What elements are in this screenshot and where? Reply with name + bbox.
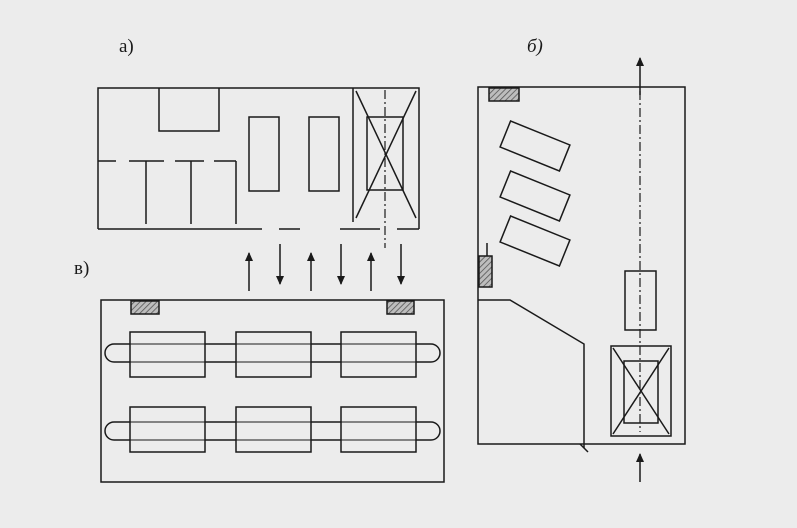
plan-v-vehicle: [235, 406, 312, 453]
plan-v-vehicle: [129, 406, 206, 453]
plan-b-partition: [478, 299, 585, 448]
plan-b-partition-tick: [579, 443, 589, 453]
plan-b-lift: [623, 360, 659, 424]
plan-b-vehicle: [499, 215, 571, 267]
plan-b-lift-cross: [612, 347, 670, 435]
plan-b-outline: [477, 86, 686, 445]
label-v: в): [74, 258, 90, 279]
plan-b-vehicle: [499, 120, 571, 172]
plan-a-vehicle: [248, 116, 280, 192]
plan-a-vehicle: [308, 116, 340, 192]
plan-a-room-top: [158, 88, 220, 132]
plan-v-vehicle: [235, 331, 312, 378]
plan-v-vehicle: [129, 331, 206, 378]
plan-a-lift-cross: [355, 90, 417, 219]
plan-v-vehicle: [340, 331, 417, 378]
flow-arrows: [245, 244, 405, 291]
plan-b-lift-outer: [610, 345, 672, 437]
hatched-column: [488, 87, 520, 102]
plan-v: [100, 299, 445, 483]
plan-b-vehicle: [499, 170, 571, 222]
hatched-column: [130, 300, 160, 315]
plan-b: [477, 57, 686, 482]
plan-a: [97, 87, 420, 248]
plan-v-vehicle: [340, 406, 417, 453]
plan-v-outline: [100, 299, 445, 483]
hatched-column: [386, 300, 415, 315]
label-a: а): [119, 36, 134, 57]
plan-a-lift: [366, 116, 404, 191]
label-b: б): [527, 36, 543, 57]
hatched-column: [478, 255, 493, 288]
plan-a-outline: [97, 87, 420, 229]
